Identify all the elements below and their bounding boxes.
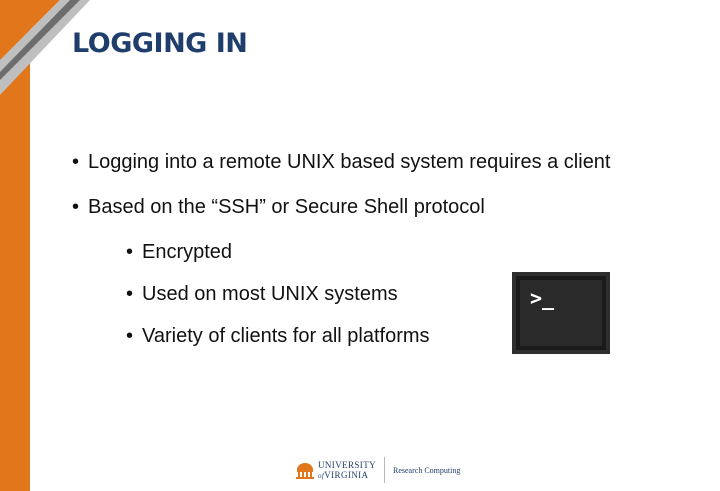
university-line2-wrap: ofVIRGINIA bbox=[318, 470, 376, 481]
footer-logo: UNIVERSITY ofVIRGINIA Research Computing bbox=[295, 457, 460, 483]
university-name: UNIVERSITY ofVIRGINIA bbox=[318, 460, 376, 481]
bullet-item: Logging into a remote UNIX based system … bbox=[72, 150, 632, 175]
rotunda-icon bbox=[296, 463, 314, 479]
bullet-item: Based on the “SSH” or Secure Shell proto… bbox=[72, 195, 632, 220]
terminal-screen: >_ bbox=[520, 280, 602, 346]
corner-decoration bbox=[0, 0, 90, 95]
university-line1: UNIVERSITY bbox=[318, 459, 376, 470]
sub-bullet-item: Encrypted bbox=[126, 240, 632, 265]
terminal-prompt: >_ bbox=[530, 286, 555, 310]
sub-bullet-item: Variety of clients for all platforms bbox=[126, 324, 632, 349]
bullet-list: Logging into a remote UNIX based system … bbox=[72, 150, 632, 366]
sub-bullet-item: Used on most UNIX systems bbox=[126, 282, 632, 307]
terminal-icon: >_ bbox=[512, 272, 610, 354]
university-line2: VIRGINIA bbox=[324, 469, 369, 480]
university-of: of bbox=[318, 471, 325, 480]
slide-title: LOGGING IN bbox=[72, 28, 248, 59]
department-name: Research Computing bbox=[393, 465, 461, 475]
footer-divider bbox=[384, 457, 385, 483]
